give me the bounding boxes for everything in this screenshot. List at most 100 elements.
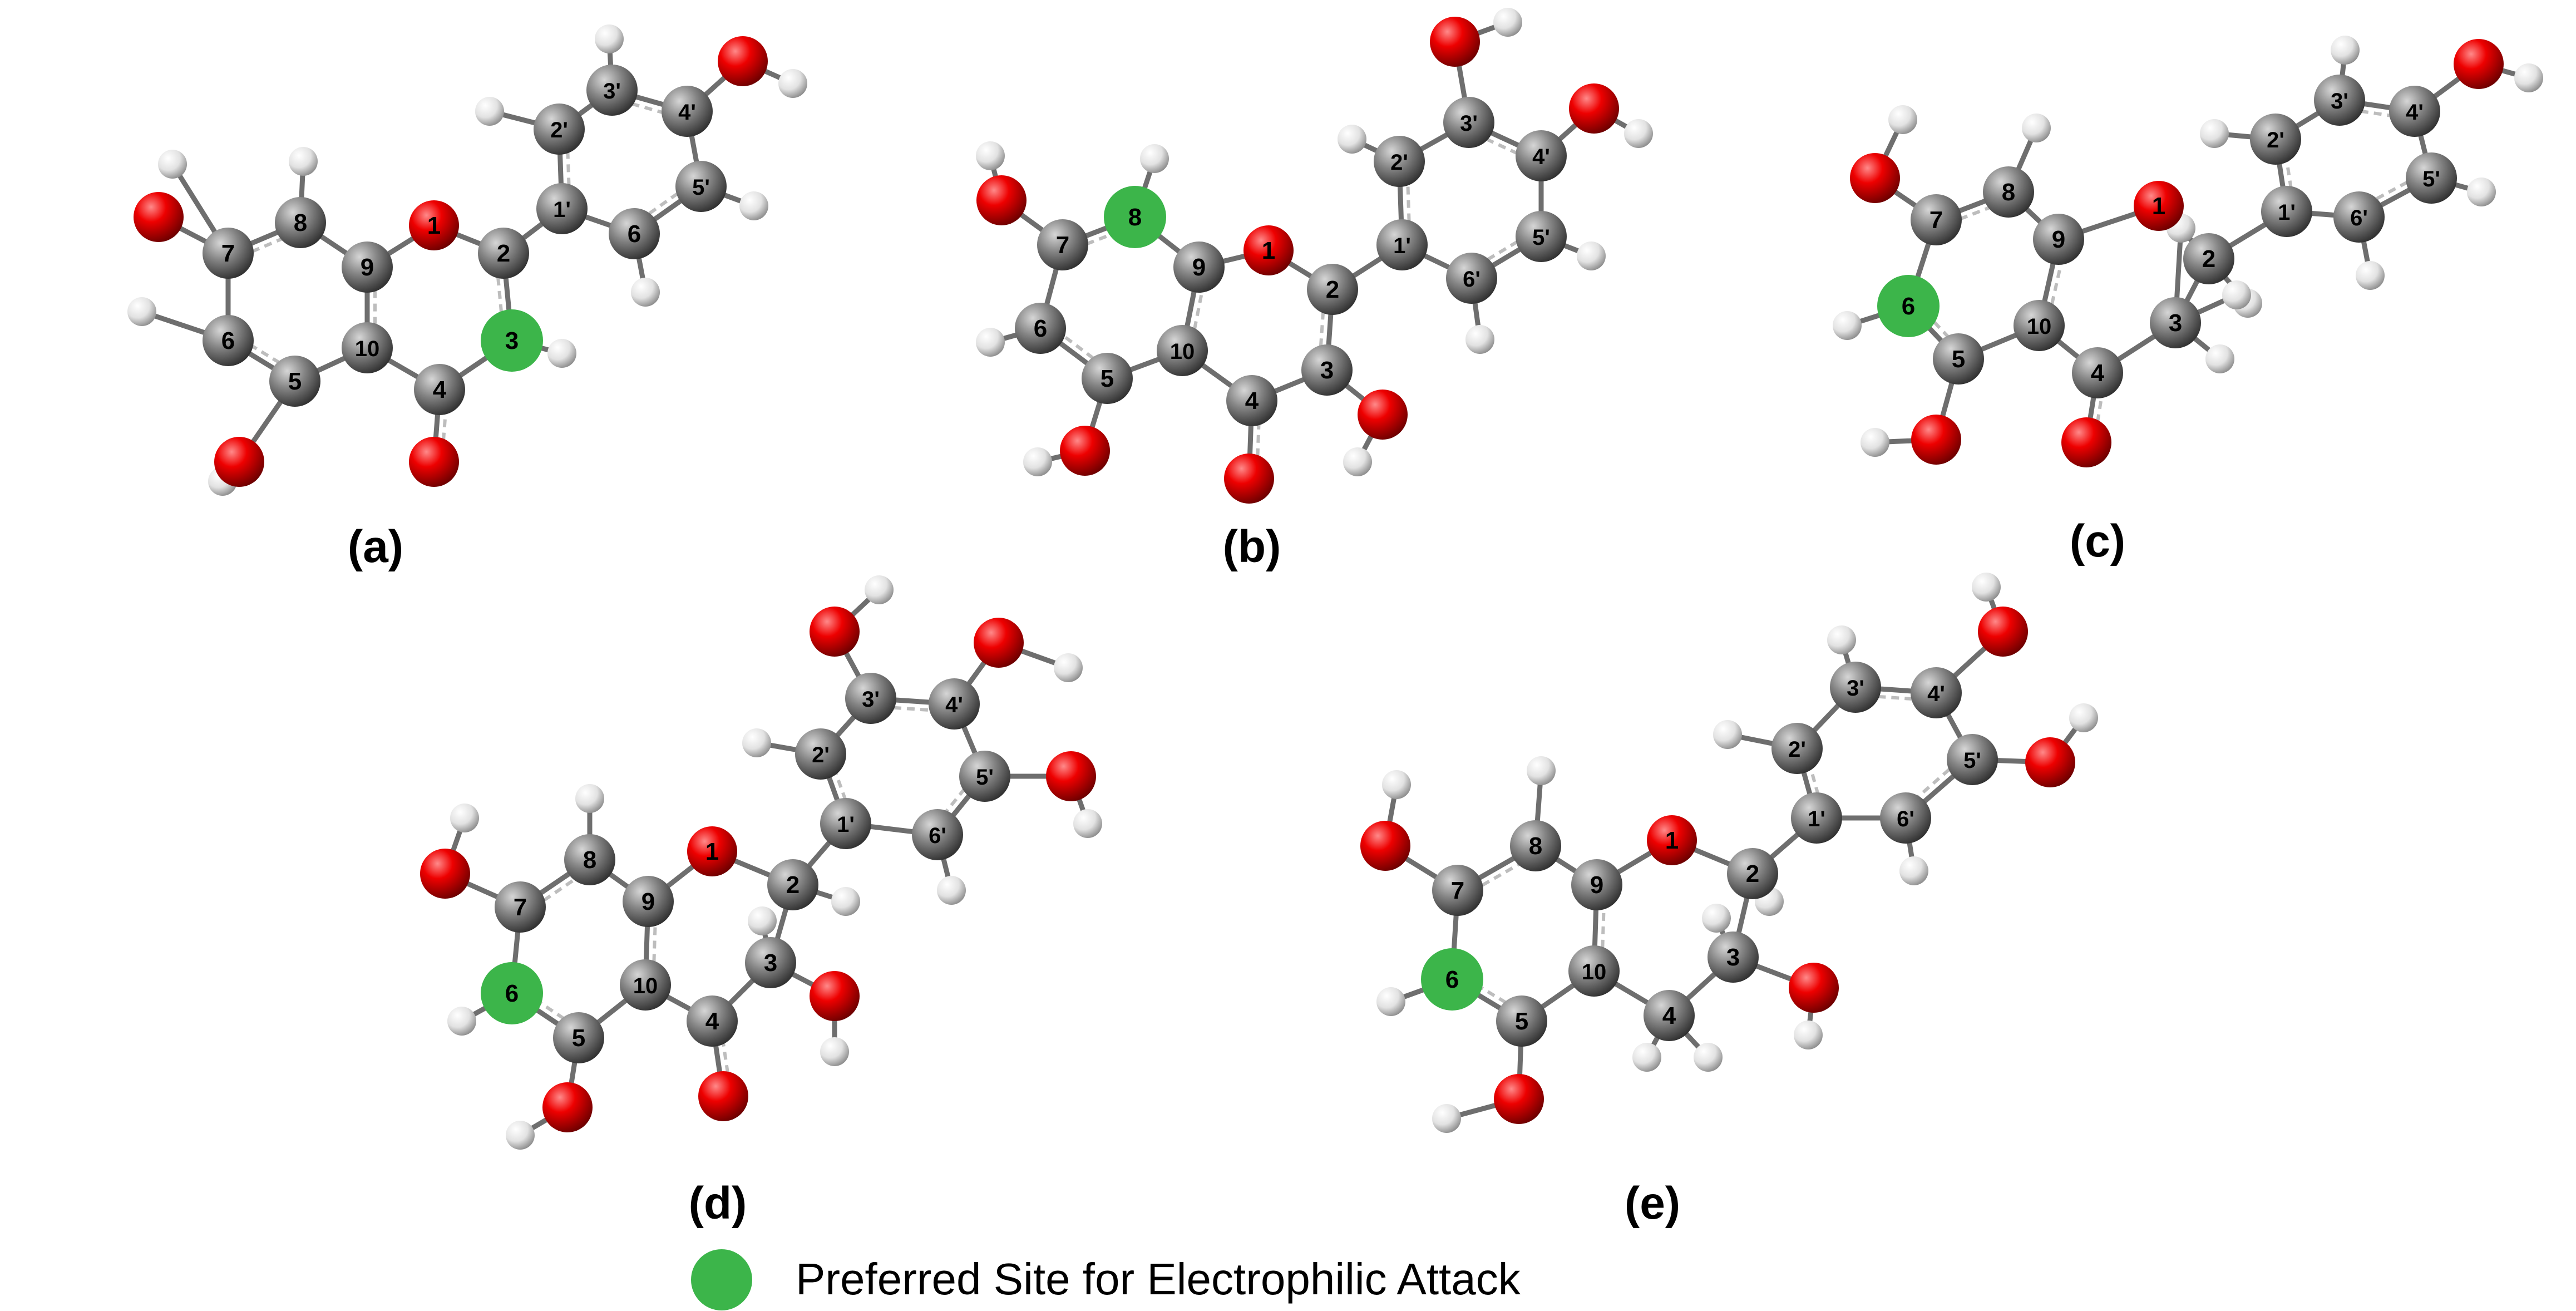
hydrogen-atom bbox=[127, 297, 156, 326]
panel-label-b: (b) bbox=[1223, 521, 1281, 572]
atom-label: 2 bbox=[1326, 276, 1339, 303]
carbon-atom bbox=[795, 728, 846, 780]
atom-label: 1' bbox=[553, 198, 571, 222]
oxygen-atom bbox=[1789, 963, 1839, 1013]
preferred-site-marker bbox=[481, 962, 543, 1024]
carbon-atom bbox=[414, 364, 465, 415]
oxygen-atom bbox=[2454, 39, 2504, 89]
panel-label-e: (e) bbox=[1625, 1178, 1680, 1229]
hydrogen-atom bbox=[1833, 311, 1862, 340]
carbon-atom bbox=[2389, 86, 2440, 137]
hydrogen-atom bbox=[450, 804, 479, 832]
carbon-atom bbox=[1644, 990, 1695, 1041]
carbon-atom bbox=[1226, 375, 1277, 426]
atom-label: 8 bbox=[1128, 204, 1142, 231]
legend: Preferred Site for Electrophilic Attack bbox=[691, 1249, 1521, 1310]
carbon-atom bbox=[959, 751, 1010, 802]
atom-label: 3' bbox=[603, 79, 621, 103]
hydrogen-atom bbox=[1376, 987, 1405, 1016]
hydrogen-atom bbox=[742, 728, 771, 757]
oxygen-atom bbox=[214, 437, 264, 487]
hydrogen-atom bbox=[976, 328, 1005, 357]
hydrogen-atom bbox=[447, 1007, 476, 1036]
atom-label: 7 bbox=[1929, 206, 1943, 234]
oxygen-atom bbox=[409, 437, 459, 487]
atom-label: 10 bbox=[1170, 339, 1195, 364]
oxygen-atom bbox=[1430, 17, 1480, 67]
carbon-atom bbox=[1307, 264, 1358, 315]
atom-label: 5 bbox=[1515, 1008, 1528, 1035]
atom-label: 9 bbox=[1192, 254, 1206, 281]
hydrogen-atom bbox=[937, 876, 966, 905]
oxygen-atom bbox=[976, 175, 1027, 225]
carbon-atom bbox=[1947, 734, 1998, 785]
atom-label: 1 bbox=[2152, 193, 2165, 220]
atom-label: 1 bbox=[427, 212, 441, 239]
hydrogen-atom bbox=[831, 887, 860, 916]
legend-text: Preferred Site for Electrophilic Attack bbox=[796, 1254, 1521, 1304]
oxygen-atom bbox=[1360, 821, 1410, 871]
atom-label: 7 bbox=[1056, 231, 1069, 259]
carbon-atom bbox=[2333, 191, 2385, 243]
oxygen-atom bbox=[1569, 83, 1619, 134]
atom-label: 3' bbox=[1460, 111, 1478, 136]
carbon-atom bbox=[912, 809, 963, 860]
atom-label: 3 bbox=[1726, 944, 1740, 971]
carbon-atom bbox=[1157, 325, 1208, 376]
oxygen-atom bbox=[1978, 607, 2028, 657]
carbon-atom bbox=[609, 208, 660, 259]
atom-label: 6' bbox=[1463, 267, 1481, 292]
carbon-atom bbox=[1015, 303, 1066, 354]
preferred-site-marker bbox=[1421, 948, 1483, 1011]
double-bond bbox=[652, 911, 658, 975]
carbon-atom bbox=[662, 86, 713, 137]
carbon-atom bbox=[203, 228, 254, 279]
atom-label: 6 bbox=[221, 327, 235, 354]
carbon-atom bbox=[1082, 353, 1133, 404]
carbon-atom bbox=[745, 937, 796, 988]
atom-label: 6 bbox=[628, 220, 641, 248]
atom-label: 10 bbox=[1582, 960, 1607, 984]
atom-label: 10 bbox=[355, 337, 380, 361]
carbon-atom bbox=[2150, 297, 2201, 348]
carbon-atom bbox=[1374, 136, 1425, 187]
panel-label-c: (c) bbox=[2070, 516, 2125, 566]
atom-label: 5' bbox=[1963, 748, 1981, 773]
atom-label: 5' bbox=[976, 765, 994, 790]
double-bond bbox=[1255, 410, 1261, 470]
carbon-atom bbox=[767, 859, 818, 910]
carbon-atom bbox=[620, 959, 671, 1011]
carbon-atom bbox=[1301, 344, 1353, 396]
carbon-atom bbox=[1432, 865, 1483, 916]
hydrogen-atom bbox=[1527, 756, 1556, 785]
oxygen-atom bbox=[134, 192, 184, 242]
atom-label: 4 bbox=[433, 376, 447, 403]
atom-label: 8 bbox=[2002, 179, 2015, 206]
atom-label: 2' bbox=[812, 743, 830, 767]
hydrogen-atom bbox=[748, 906, 777, 935]
hydrogen-atom bbox=[289, 147, 318, 176]
carbon-atom bbox=[1708, 931, 1759, 983]
atom-label: 7 bbox=[1451, 877, 1464, 904]
panel-label-a: (a) bbox=[348, 521, 403, 572]
oxygen-atom bbox=[1850, 153, 1900, 203]
hydrogen-atom bbox=[1073, 809, 1102, 838]
double-bond bbox=[719, 1028, 732, 1087]
carbon-atom bbox=[1568, 945, 1620, 997]
atom-label: 1' bbox=[1393, 234, 1411, 258]
double-bond bbox=[1073, 226, 1130, 250]
hydrogen-atom bbox=[1577, 241, 1606, 270]
atom-label: 4 bbox=[2091, 359, 2105, 387]
oxygen-atom bbox=[420, 849, 470, 899]
hydrogen-atom bbox=[2331, 36, 2360, 65]
hydrogen-atom bbox=[1023, 447, 1052, 476]
atom-label: 8 bbox=[294, 209, 307, 236]
atom-label: 2' bbox=[1390, 150, 1408, 175]
double-bond bbox=[1318, 298, 1326, 360]
double-bond bbox=[239, 337, 292, 371]
atom-label: 2 bbox=[2202, 245, 2215, 273]
atom-label: 9 bbox=[1590, 871, 1603, 899]
hydrogen-atom bbox=[631, 278, 660, 307]
hydrogen-atom bbox=[1694, 1043, 1723, 1072]
carbon-atom bbox=[1727, 848, 1778, 899]
